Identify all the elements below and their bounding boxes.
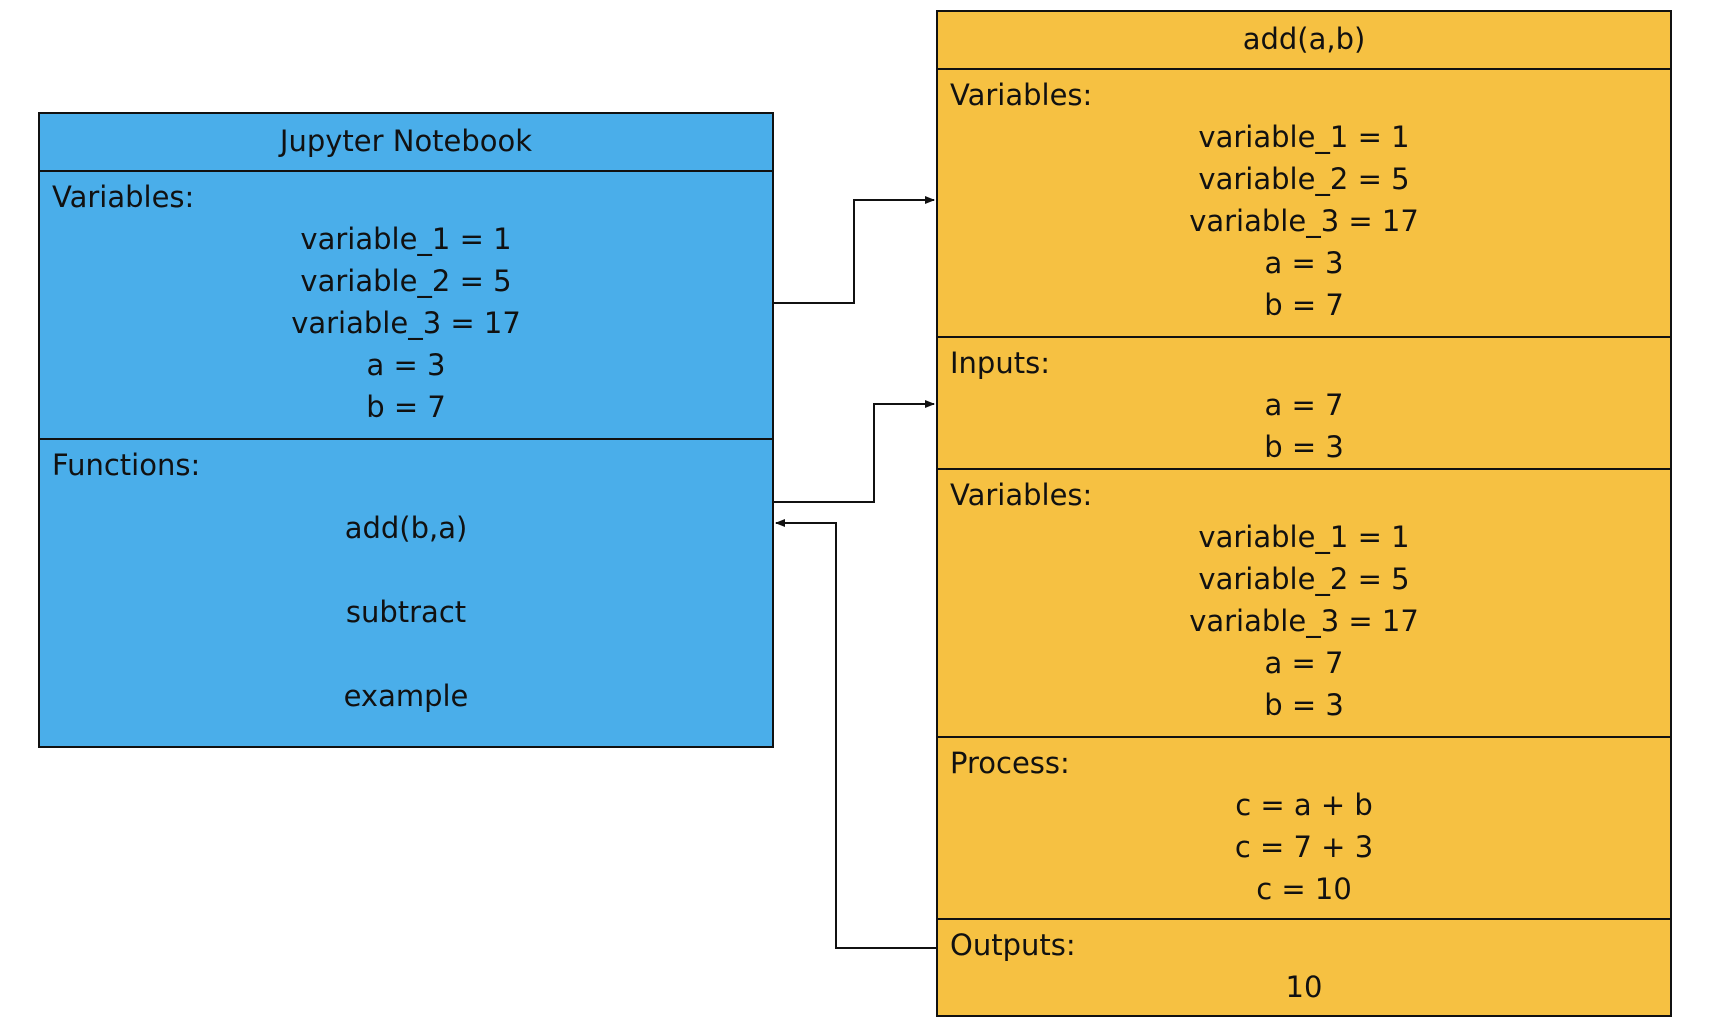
- function-process-step: c = a + b: [1235, 788, 1373, 822]
- function-local-variable: variable_2 = 5: [1198, 562, 1410, 596]
- notebook-functions-list: add(b,a) subtract example: [40, 486, 772, 738]
- function-outer-variables-section: Variables: variable_1 = 1 variable_2 = 5…: [938, 68, 1670, 336]
- function-title-section: add(a,b): [938, 12, 1670, 68]
- function-process-section: Process: c = a + b c = 7 + 3 c = 10: [938, 736, 1670, 918]
- function-output: 10: [1285, 970, 1323, 1004]
- notebook-functions-label: Functions:: [52, 448, 201, 482]
- arrow-notebook-variables-to-function-variables: [774, 196, 935, 304]
- function-outer-variable: b = 7: [1264, 288, 1344, 322]
- function-local-variable: variable_3 = 17: [1189, 604, 1419, 638]
- notebook-function: subtract: [345, 595, 467, 629]
- function-local-variables-list: variable_1 = 1 variable_2 = 5 variable_3…: [938, 516, 1670, 726]
- arrow-outputs-to-notebook: [775, 519, 936, 949]
- notebook-variables-label: Variables:: [52, 180, 195, 214]
- function-local-variable: variable_1 = 1: [1198, 520, 1410, 554]
- notebook-variable: variable_1 = 1: [300, 222, 512, 256]
- notebook-variable: a = 3: [366, 348, 446, 382]
- notebook-variables-list: variable_1 = 1 variable_2 = 5 variable_3…: [40, 218, 772, 428]
- function-outputs-section: Outputs: 10: [938, 918, 1670, 1015]
- notebook-variable: b = 7: [366, 390, 446, 424]
- notebook-title: Jupyter Notebook: [279, 124, 533, 158]
- function-local-variables-label: Variables:: [950, 478, 1093, 512]
- function-add-box: add(a,b) Variables: variable_1 = 1 varia…: [936, 10, 1672, 1017]
- function-outer-variables-list: variable_1 = 1 variable_2 = 5 variable_3…: [938, 116, 1670, 326]
- notebook-variables-section: Variables: variable_1 = 1 variable_2 = 5…: [40, 170, 772, 438]
- jupyter-notebook-box: Jupyter Notebook Variables: variable_1 =…: [38, 112, 774, 748]
- function-outputs-label: Outputs:: [950, 928, 1076, 962]
- notebook-variable: variable_3 = 17: [291, 306, 521, 340]
- function-inputs-label: Inputs:: [950, 346, 1050, 380]
- function-outputs-list: 10: [938, 966, 1670, 1008]
- notebook-title-section: Jupyter Notebook: [40, 114, 772, 170]
- function-local-variables-section: Variables: variable_1 = 1 variable_2 = 5…: [938, 468, 1670, 736]
- function-process-step: c = 10: [1256, 872, 1352, 906]
- notebook-function: example: [343, 679, 469, 713]
- function-input: a = 7: [1264, 388, 1344, 422]
- function-inputs-section: Inputs: a = 7 b = 3: [938, 336, 1670, 468]
- notebook-variable: variable_2 = 5: [300, 264, 512, 298]
- function-outer-variables-label: Variables:: [950, 78, 1093, 112]
- function-local-variable: a = 7: [1264, 646, 1344, 680]
- notebook-function: add(b,a): [344, 511, 468, 545]
- function-outer-variable: a = 3: [1264, 246, 1344, 280]
- function-title: add(a,b): [1242, 22, 1366, 56]
- notebook-functions-section: Functions: add(b,a) subtract example: [40, 438, 772, 746]
- function-outer-variable: variable_3 = 17: [1189, 204, 1419, 238]
- function-outer-variable: variable_1 = 1: [1198, 120, 1410, 154]
- function-local-variable: b = 3: [1264, 688, 1344, 722]
- function-outer-variable: variable_2 = 5: [1198, 162, 1410, 196]
- function-inputs-list: a = 7 b = 3: [938, 384, 1670, 468]
- function-input: b = 3: [1264, 430, 1344, 464]
- function-process-step: c = 7 + 3: [1234, 830, 1374, 864]
- arrow-function-call-to-inputs: [774, 400, 935, 503]
- function-process-list: c = a + b c = 7 + 3 c = 10: [938, 784, 1670, 910]
- function-process-label: Process:: [950, 746, 1070, 780]
